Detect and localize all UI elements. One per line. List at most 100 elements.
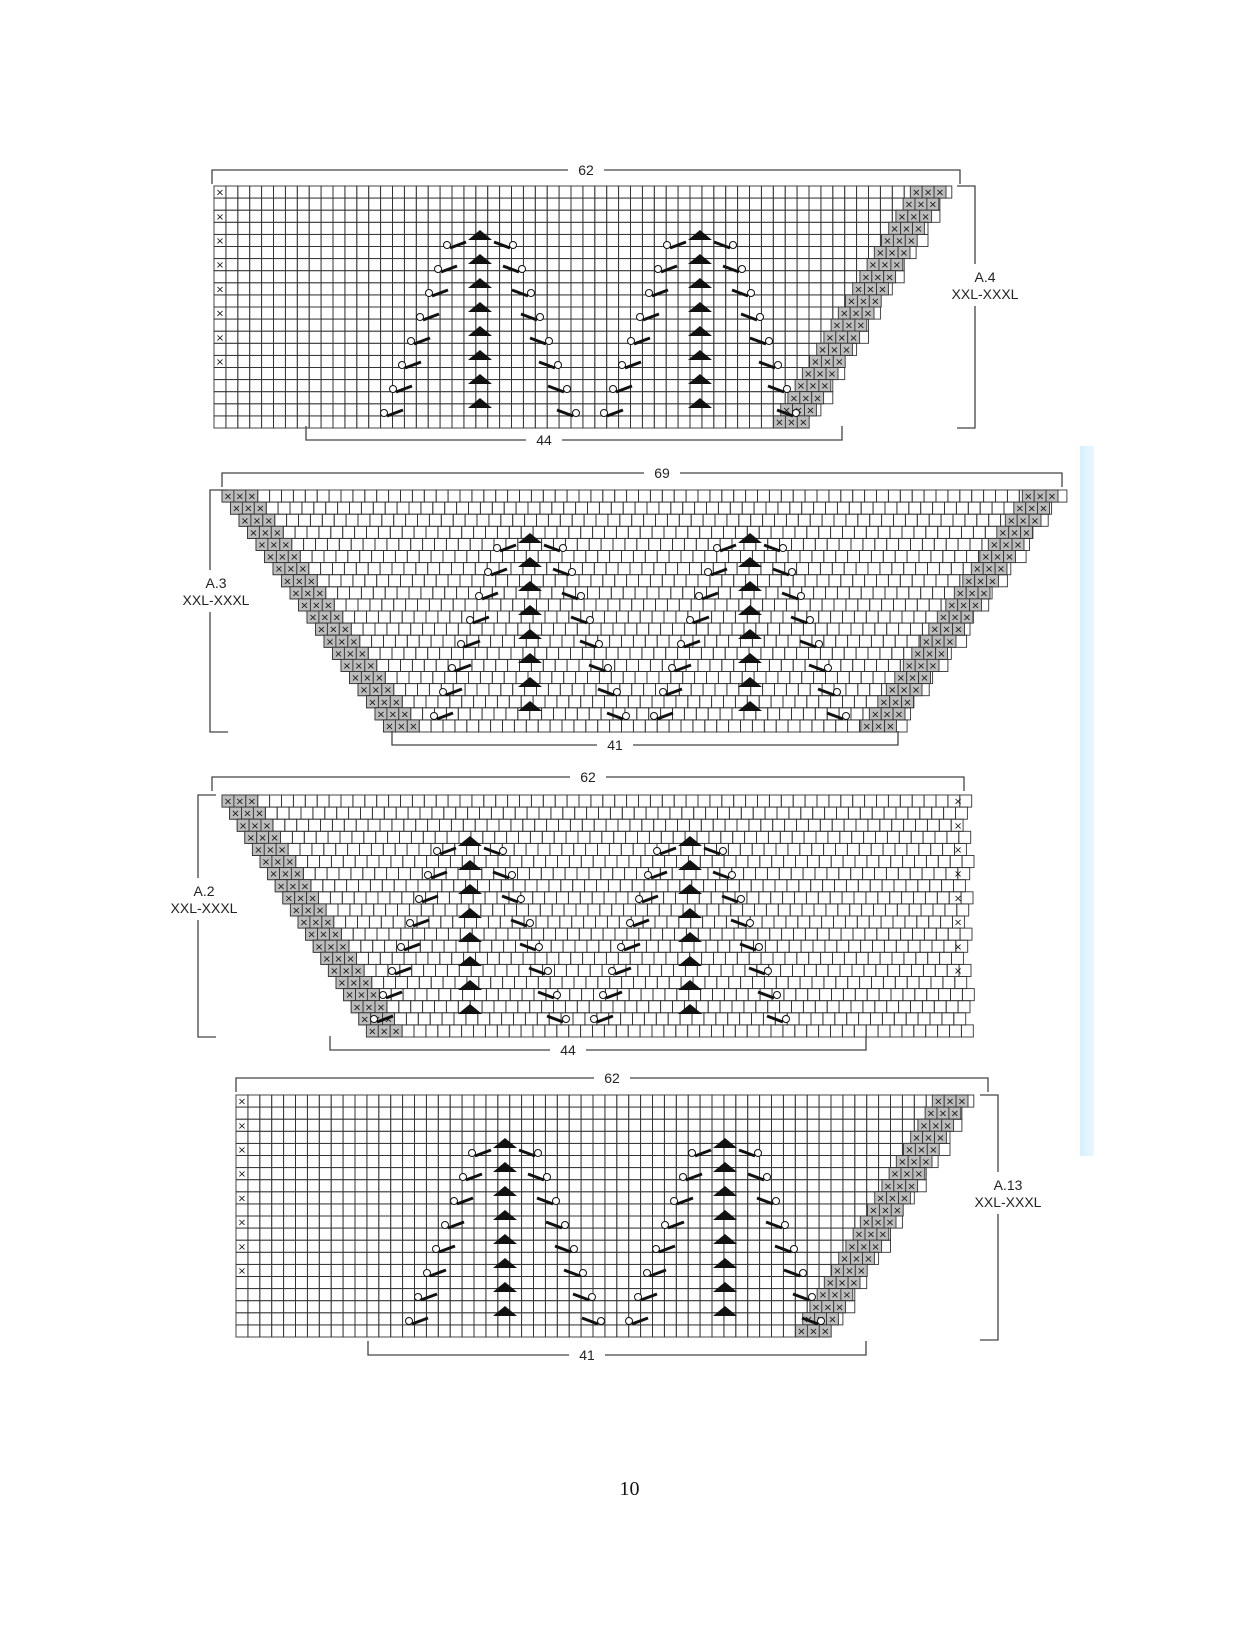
- slant-stitch-mark: [499, 543, 517, 553]
- slant-stitch-mark: [740, 312, 758, 322]
- svg-text:×: ×: [936, 188, 944, 199]
- yarn-over-mark: [561, 1221, 569, 1229]
- decrease-triangle-mark: [493, 1138, 517, 1148]
- svg-text:×: ×: [248, 492, 256, 503]
- yarn-over-mark: [737, 895, 745, 903]
- svg-text:×: ×: [251, 821, 259, 832]
- yarn-over-mark: [434, 265, 442, 273]
- slant-stitch-mark: [431, 288, 449, 298]
- svg-text:×: ×: [304, 906, 312, 917]
- slant-stitch-mark: [502, 264, 520, 274]
- svg-text:×: ×: [1022, 528, 1030, 539]
- svg-text:×: ×: [922, 637, 930, 648]
- slant-stitch-mark: [538, 360, 556, 370]
- svg-text:×: ×: [244, 504, 252, 515]
- svg-text:×: ×: [893, 260, 901, 271]
- yarn-over-mark: [443, 241, 451, 249]
- slant-stitch-mark: [641, 894, 659, 904]
- yarn-over-mark: [370, 1015, 378, 1023]
- yarn-over-mark: [779, 544, 787, 552]
- slant-stitch-mark: [623, 942, 641, 952]
- svg-text:×: ×: [902, 224, 910, 235]
- slant-stitch-mark: [632, 918, 650, 928]
- decrease-triangle-mark: [738, 653, 762, 663]
- yarn-over-mark: [398, 361, 406, 369]
- slant-stitch-mark: [546, 1014, 564, 1024]
- decrease-triangle-mark: [493, 1258, 517, 1268]
- svg-text:×: ×: [954, 918, 962, 929]
- slant-stitch-mark: [642, 312, 660, 322]
- svg-text:×: ×: [959, 601, 967, 612]
- decrease-triangle-mark: [458, 884, 482, 894]
- svg-text:×: ×: [896, 1181, 904, 1192]
- yarn-over-mark: [643, 1269, 651, 1277]
- svg-text:×: ×: [384, 685, 392, 696]
- svg-text:×: ×: [883, 236, 891, 247]
- svg-text:×: ×: [238, 1169, 246, 1180]
- chart-a-2: ××××××××××××××××××××××××××××××××××××××××…: [158, 769, 975, 1058]
- slant-stitch-mark: [518, 1148, 536, 1158]
- slant-stitch-mark: [640, 1292, 658, 1302]
- svg-text:×: ×: [365, 1002, 373, 1013]
- svg-text:×: ×: [346, 954, 354, 965]
- svg-text:×: ×: [920, 1121, 928, 1132]
- svg-text:×: ×: [946, 1097, 954, 1108]
- slant-stitch-mark: [420, 1292, 438, 1302]
- slant-stitch-mark: [552, 567, 570, 577]
- decrease-triangle-mark: [518, 581, 542, 591]
- svg-text:×: ×: [216, 188, 224, 199]
- bottom-width-bracket: [391, 731, 899, 746]
- slant-stitch-mark: [730, 918, 748, 928]
- svg-text:×: ×: [927, 1109, 935, 1120]
- decrease-triangle-mark: [713, 1138, 737, 1148]
- svg-text:×: ×: [951, 613, 959, 624]
- svg-text:×: ×: [912, 188, 920, 199]
- svg-text:×: ×: [409, 722, 417, 733]
- svg-text:×: ×: [385, 722, 393, 733]
- svg-text:×: ×: [286, 857, 294, 868]
- svg-text:×: ×: [392, 697, 400, 708]
- svg-text:×: ×: [806, 405, 814, 416]
- svg-text:×: ×: [316, 588, 324, 599]
- decrease-triangle-mark: [738, 701, 762, 711]
- decrease-triangle-mark: [493, 1186, 517, 1196]
- svg-text:×: ×: [811, 357, 819, 368]
- svg-text:×: ×: [341, 625, 349, 636]
- slant-stitch-mark: [747, 1172, 765, 1182]
- yarn-over-mark: [604, 664, 612, 672]
- svg-text:×: ×: [943, 1121, 951, 1132]
- slant-stitch-mark: [439, 846, 457, 856]
- slant-stitch-mark: [799, 639, 817, 649]
- svg-text:×: ×: [263, 821, 271, 832]
- yarn-over-mark: [755, 943, 763, 951]
- svg-text:×: ×: [900, 1193, 908, 1204]
- page-number: 10: [619, 1478, 640, 1500]
- svg-text:×: ×: [339, 942, 347, 953]
- svg-text:×: ×: [319, 930, 327, 941]
- decrease-triangle-mark: [518, 557, 542, 567]
- yarn-over-mark: [636, 313, 644, 321]
- svg-text:×: ×: [898, 1157, 906, 1168]
- yarn-over-mark: [441, 1221, 449, 1229]
- svg-text:×: ×: [345, 990, 353, 1001]
- slant-stitch-mark: [570, 615, 588, 625]
- svg-text:×: ×: [248, 797, 256, 808]
- slant-stitch-mark: [490, 567, 508, 577]
- slant-stitch-mark: [545, 1220, 563, 1230]
- svg-text:×: ×: [885, 272, 893, 283]
- svg-text:×: ×: [274, 857, 282, 868]
- svg-text:×: ×: [963, 613, 971, 624]
- slant-stitch-mark: [386, 408, 404, 418]
- svg-text:×: ×: [307, 930, 315, 941]
- svg-text:×: ×: [876, 248, 884, 259]
- decrease-triangle-mark: [468, 398, 492, 408]
- svg-text:×: ×: [828, 369, 836, 380]
- yarn-over-mark: [728, 871, 736, 879]
- slant-stitch-mark: [766, 1014, 784, 1024]
- svg-text:×: ×: [914, 649, 922, 660]
- decrease-triangle-mark: [518, 629, 542, 639]
- yarn-over-mark: [439, 688, 447, 696]
- yarn-over-mark: [842, 712, 850, 720]
- decrease-triangle-mark: [738, 533, 762, 543]
- yarn-over-mark: [774, 361, 782, 369]
